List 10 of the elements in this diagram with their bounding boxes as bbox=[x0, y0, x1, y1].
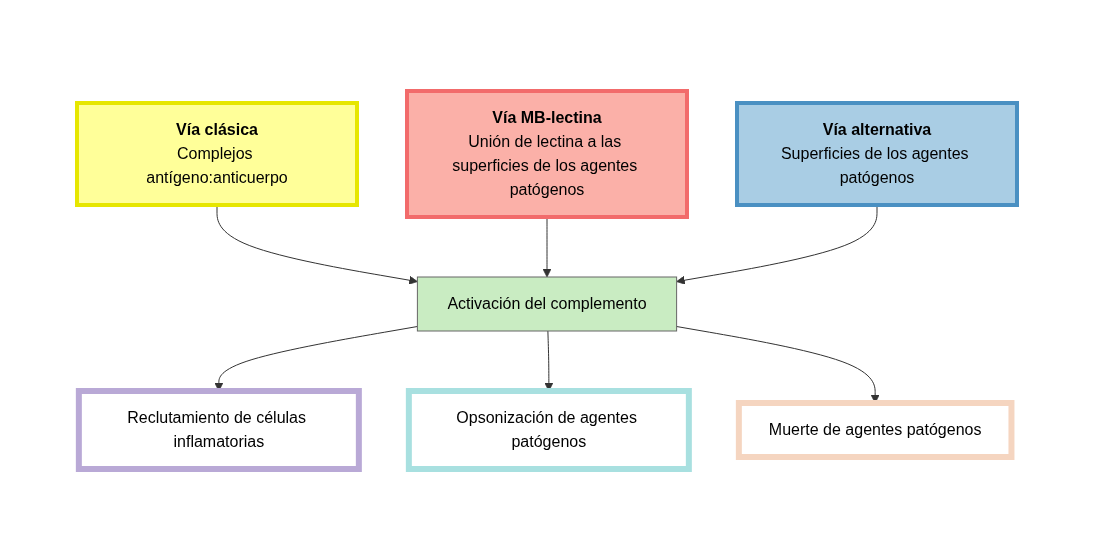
node-box: Vía MB-lectina Unión de lectina a las superficies de los agentes patógenos bbox=[405, 88, 689, 219]
node-box: Muerte de agentes patógenos bbox=[735, 399, 1015, 460]
arrow bbox=[216, 204, 418, 285]
node-box: Reclutamiento de células inflamatorias bbox=[75, 387, 362, 472]
node-box: Activación del complemento bbox=[416, 276, 678, 331]
arrow bbox=[542, 216, 552, 277]
node-box: Vía alternativa Superficies de los agentes patógenos bbox=[735, 100, 1019, 207]
node-box: Vía clásica Complejos antígeno:anticuerpo bbox=[75, 100, 359, 207]
arrow bbox=[676, 204, 878, 285]
node-box: Opsonización de agentes patógenos bbox=[405, 387, 692, 472]
